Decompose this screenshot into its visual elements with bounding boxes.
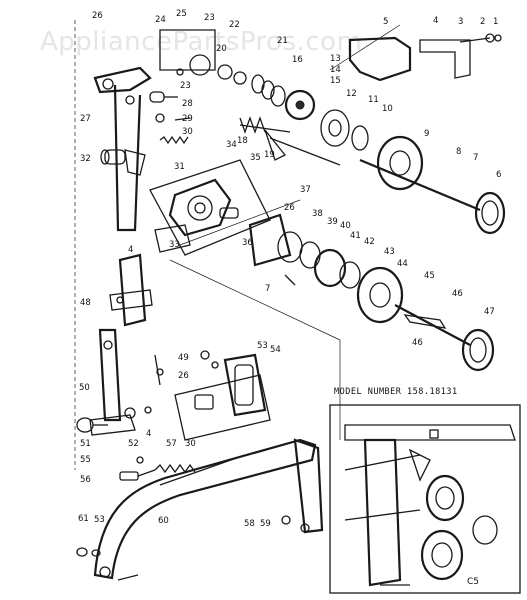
callout: 13 xyxy=(330,54,341,64)
callout: 39 xyxy=(327,217,338,227)
callout: 9 xyxy=(424,129,429,139)
callout: 22 xyxy=(229,20,240,30)
callout: 48 xyxy=(80,298,91,308)
callout: 49 xyxy=(178,353,189,363)
callout: 60 xyxy=(158,516,169,526)
callout: 1 xyxy=(493,17,498,27)
callout: 51 xyxy=(80,439,91,449)
callout: 26 xyxy=(284,203,295,213)
callout: 57 xyxy=(166,439,177,449)
watermark: AppliancePartsPros.com xyxy=(40,27,362,57)
callout: 27 xyxy=(80,114,91,124)
callout: 55 xyxy=(80,455,91,465)
callout: 45 xyxy=(424,271,435,281)
spring-and-pins xyxy=(100,113,191,165)
callout: 61 xyxy=(78,514,89,524)
callout: 35 xyxy=(250,153,261,163)
bolts-left-middle xyxy=(76,406,152,433)
center-bracket-assembly xyxy=(174,350,271,441)
callout: 2 xyxy=(480,17,485,27)
callout: 8 xyxy=(456,147,461,157)
callout: 32 xyxy=(80,154,91,164)
callout: 42 xyxy=(364,237,375,247)
main-shaft-upper xyxy=(264,89,506,235)
callout: 36 xyxy=(242,238,253,248)
callout: 21 xyxy=(277,36,288,46)
callout: 7 xyxy=(473,153,478,163)
callout: 28 xyxy=(182,99,193,109)
callout: 29 xyxy=(182,114,193,124)
callout: 26 xyxy=(92,11,103,21)
bottom-left-fasteners xyxy=(76,515,291,581)
callout: 30 xyxy=(185,439,196,449)
lever-assembly-top-left xyxy=(93,66,178,232)
callout: 11 xyxy=(368,95,379,105)
callout: 19 xyxy=(264,150,275,160)
callout: 52 xyxy=(128,439,139,449)
callout: 26 xyxy=(178,371,189,381)
callout: 53 xyxy=(257,341,268,351)
callout: 7 xyxy=(265,284,270,294)
callout: 15 xyxy=(330,76,341,86)
callout: 44 xyxy=(397,259,408,269)
callout: 59 xyxy=(260,519,271,529)
callout: 23 xyxy=(180,81,191,91)
callout: 5 xyxy=(383,17,388,27)
callout: 38 xyxy=(312,209,323,219)
callout: 4 xyxy=(433,16,438,26)
callout: 50 xyxy=(79,383,90,393)
callout: 43 xyxy=(384,247,395,257)
bottom-arm-assembly xyxy=(93,438,324,580)
inset-label: C5 xyxy=(467,577,479,587)
callout: 58 xyxy=(244,519,255,529)
assembled-view-inset xyxy=(329,404,521,594)
callout: 23 xyxy=(204,13,215,23)
model-number-caption: MODEL NUMBER 158.18131 xyxy=(334,387,458,397)
callout: 4 xyxy=(128,245,133,255)
callout: 18 xyxy=(237,136,248,146)
callout: 54 xyxy=(270,345,281,355)
upper-right-hook-assembly xyxy=(348,33,502,82)
main-shaft-lower xyxy=(248,213,495,372)
callout: 47 xyxy=(484,307,495,317)
callout-labels: 26 24 25 23 22 5 4 3 2 1 21 23 20 13 14 … xyxy=(78,9,501,529)
callout: 10 xyxy=(382,104,393,114)
callout: 14 xyxy=(330,65,341,75)
callout: 56 xyxy=(80,475,91,485)
callout: 31 xyxy=(174,162,185,172)
callout: 25 xyxy=(176,9,187,19)
lower-spring-assembly xyxy=(119,456,196,481)
callout: 37 xyxy=(300,185,311,195)
callout: 3 xyxy=(458,17,463,27)
cam-assembly-center xyxy=(149,116,291,256)
callout: 20 xyxy=(216,44,227,54)
left-plate-assembly xyxy=(89,253,164,436)
callout: 6 xyxy=(496,170,501,180)
callout: 34 xyxy=(226,140,237,150)
callout: 46 xyxy=(452,289,463,299)
callout: 40 xyxy=(340,221,351,231)
callout: 41 xyxy=(350,231,361,241)
callout: 16 xyxy=(292,55,303,65)
callout: 12 xyxy=(346,89,357,99)
callout: 30 xyxy=(182,127,193,137)
callout: 24 xyxy=(155,15,166,25)
top-cam-stack xyxy=(159,29,286,107)
callout: 46 xyxy=(412,338,423,348)
guide-lines xyxy=(74,20,401,470)
callout: 33 xyxy=(169,240,180,250)
callout: 4 xyxy=(146,429,151,439)
callout: 53 xyxy=(94,515,105,525)
